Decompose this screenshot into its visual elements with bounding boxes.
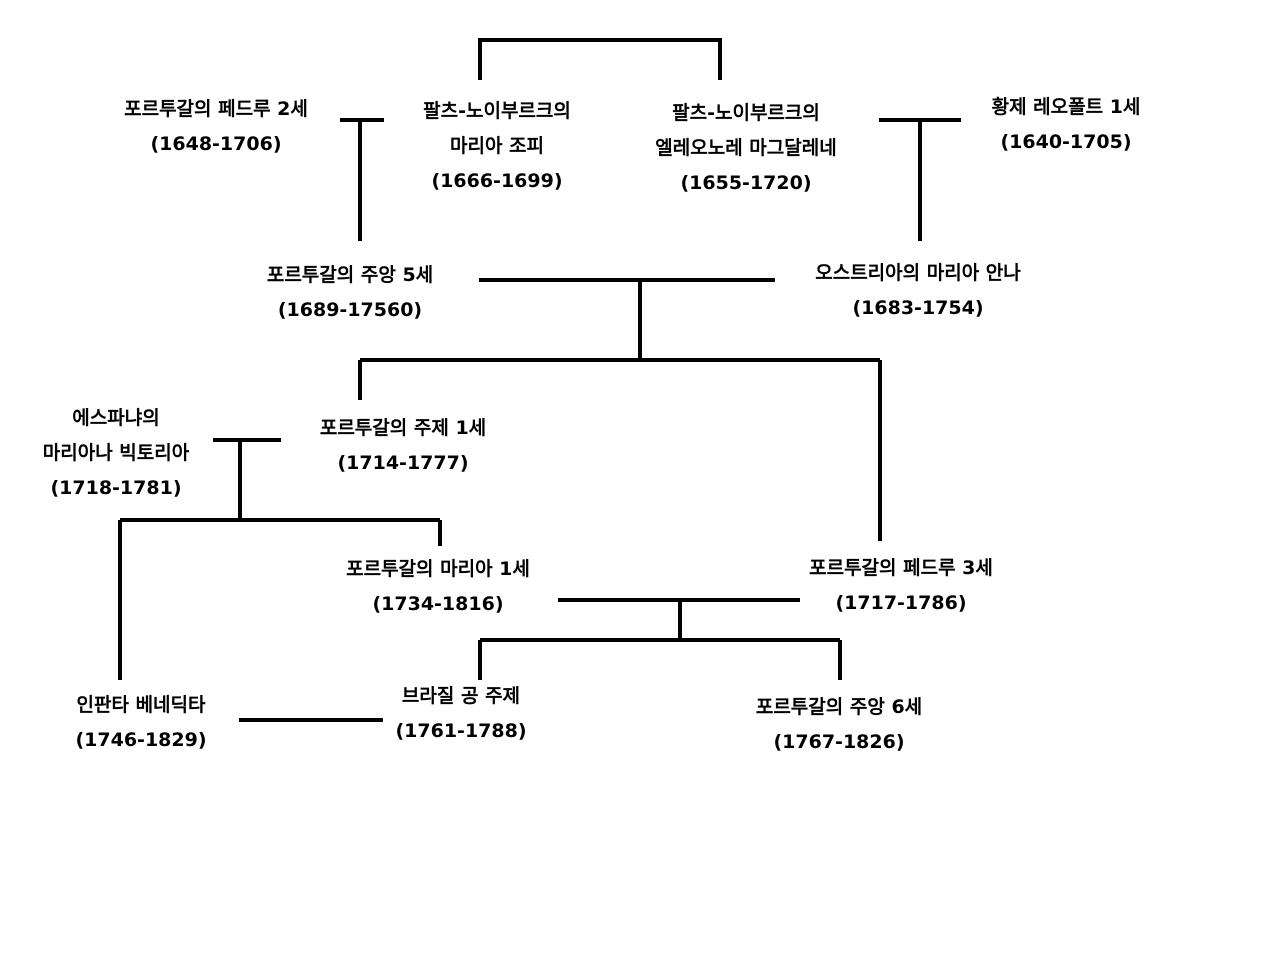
person-name-line2: 엘레오노레 마그달레네 <box>655 137 837 159</box>
person-name: 포르투갈의 주제 1세 <box>319 417 487 439</box>
person-years: (1655-1720) <box>680 172 812 194</box>
person-years: (1648-1706) <box>150 133 282 155</box>
person-maria-sofia: 팔츠-노이부르크의 마리아 조피 (1666-1699) <box>423 94 571 199</box>
person-joao5: 포르투갈의 주앙 5세 (1689-17560) <box>267 258 433 328</box>
person-maria1: 포르투갈의 마리아 1세 (1734-1816) <box>346 552 530 622</box>
person-name: 팔츠-노이부르크의 <box>423 100 571 122</box>
person-years: (1767-1826) <box>773 731 905 753</box>
person-years: (1734-1816) <box>372 593 504 615</box>
person-joao6: 포르투갈의 주앙 6세 (1767-1826) <box>756 690 922 760</box>
person-years: (1717-1786) <box>835 592 967 614</box>
children-line-joao5 <box>358 280 882 541</box>
person-pedro2: 포르투갈의 페드루 2세 (1648-1706) <box>124 92 308 162</box>
person-benedita: 인판타 베네딕타 (1746-1829) <box>75 688 206 758</box>
person-years: (1714-1777) <box>337 452 469 474</box>
person-name: 포르투갈의 주앙 6세 <box>755 696 923 718</box>
person-years: (1746-1829) <box>75 729 207 751</box>
person-eleonore: 팔츠-노이부르크의 엘레오노레 마그달레네 (1655-1720) <box>655 96 836 201</box>
person-years: (1718-1781) <box>50 477 182 499</box>
person-years: (1683-1754) <box>852 297 984 319</box>
person-name-line2: 마리아 조피 <box>449 135 545 157</box>
person-name: 에스파냐의 <box>72 407 160 429</box>
person-name: 포르투갈의 페드루 3세 <box>809 557 993 579</box>
person-jose-brazil: 브라질 공 주제 (1761-1788) <box>395 679 526 749</box>
person-maria-anna: 오스트리아의 마리아 안나 (1683-1754) <box>815 256 1021 326</box>
person-leopold1: 황제 레오폴트 1세 (1640-1705) <box>992 90 1141 160</box>
person-name: 오스트리아의 마리아 안나 <box>815 262 1021 284</box>
person-name-line2: 마리아나 빅토리아 <box>42 442 190 464</box>
sibling-bracket-line <box>478 38 722 80</box>
person-years: (1640-1705) <box>1000 131 1132 153</box>
person-years: (1689-17560) <box>277 299 423 321</box>
children-line-jose1 <box>118 440 442 680</box>
person-name: 포르투갈의 주앙 5세 <box>266 264 434 286</box>
person-name: 포르투갈의 페드루 2세 <box>124 98 308 120</box>
person-mariana-victoria: 에스파냐의 마리아나 빅토리아 (1718-1781) <box>43 401 189 506</box>
children-line-maria1 <box>478 600 842 680</box>
person-name: 브라질 공 주제 <box>401 685 521 707</box>
person-years: (1761-1788) <box>395 720 527 742</box>
person-jose1: 포르투갈의 주제 1세 (1714-1777) <box>320 411 486 481</box>
person-name: 황제 레오폴트 1세 <box>991 96 1141 118</box>
person-name: 포르투갈의 마리아 1세 <box>346 558 530 580</box>
person-years: (1666-1699) <box>431 170 563 192</box>
person-pedro3: 포르투갈의 페드루 3세 (1717-1786) <box>809 551 993 621</box>
person-name: 팔츠-노이부르크의 <box>672 102 820 124</box>
person-name: 인판타 베네딕타 <box>76 694 206 716</box>
